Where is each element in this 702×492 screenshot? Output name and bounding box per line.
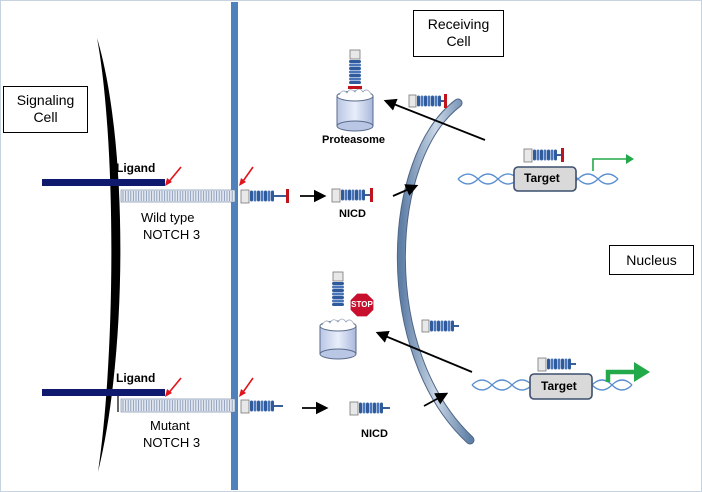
mutant-label-line1: Mutant bbox=[150, 418, 190, 433]
nicd-top-molecule bbox=[331, 188, 373, 203]
receiving-cell-line1: Receiving bbox=[427, 16, 490, 32]
ligand-top-label: Ligand bbox=[116, 161, 156, 175]
nicd-bound-bottom bbox=[537, 357, 576, 372]
receiving-cell-label: Receiving Cell bbox=[413, 10, 504, 57]
nicd-top-label: NICD bbox=[339, 208, 366, 220]
transcription-arrow-icon-bottom bbox=[605, 362, 650, 382]
nucleus-label: Nucleus bbox=[609, 245, 694, 275]
nicd-free-bottom bbox=[421, 319, 459, 333]
signaling-cell-line2: Cell bbox=[33, 109, 58, 125]
stop-sign-icon bbox=[349, 292, 375, 318]
signaling-cell-membrane bbox=[97, 38, 121, 472]
proteasome-bottom bbox=[319, 271, 357, 360]
wild-type-label-line1: Wild type bbox=[141, 210, 195, 225]
target-top-label: Target bbox=[524, 171, 560, 185]
cleavage-arrow-top-1 bbox=[165, 166, 182, 186]
stop-sign-text: STOP bbox=[351, 300, 373, 309]
nicd-bound-top bbox=[523, 148, 564, 163]
nicd-bottom-molecule bbox=[349, 401, 390, 416]
receiving-cell-membrane bbox=[231, 2, 238, 490]
receiving-cell-line2: Cell bbox=[446, 33, 471, 49]
target-bottom-label: Target bbox=[541, 379, 577, 393]
target-box-top bbox=[513, 166, 577, 192]
proteasome-label: Proteasome bbox=[322, 134, 385, 146]
wild-type-notch3-extracellular bbox=[120, 189, 236, 203]
nicd-free-top bbox=[408, 94, 447, 108]
ligand-bottom-label: Ligand bbox=[116, 371, 156, 385]
signaling-cell-line1: Signaling bbox=[16, 92, 75, 108]
wild-type-label-line2: NOTCH 3 bbox=[143, 227, 201, 242]
ligand-bottom-bar bbox=[42, 389, 165, 396]
nucleus-text: Nucleus bbox=[626, 252, 677, 268]
cleavage-arrow-top-2 bbox=[239, 166, 254, 186]
cleavage-arrow-bottom-1 bbox=[165, 377, 182, 397]
target-box-bottom bbox=[529, 373, 593, 400]
proteasome-top bbox=[336, 49, 374, 132]
transcription-arrow-icon-top bbox=[592, 154, 634, 171]
cleavage-arrow-bottom-2 bbox=[239, 377, 254, 397]
mutant-label-line2: NOTCH 3 bbox=[143, 435, 201, 450]
nicd-bottom-label: NICD bbox=[361, 428, 388, 440]
mutant-notch3-extracellular bbox=[120, 398, 236, 413]
ligand-top-bar bbox=[42, 179, 165, 186]
signaling-cell-label: Signaling Cell bbox=[3, 86, 88, 133]
